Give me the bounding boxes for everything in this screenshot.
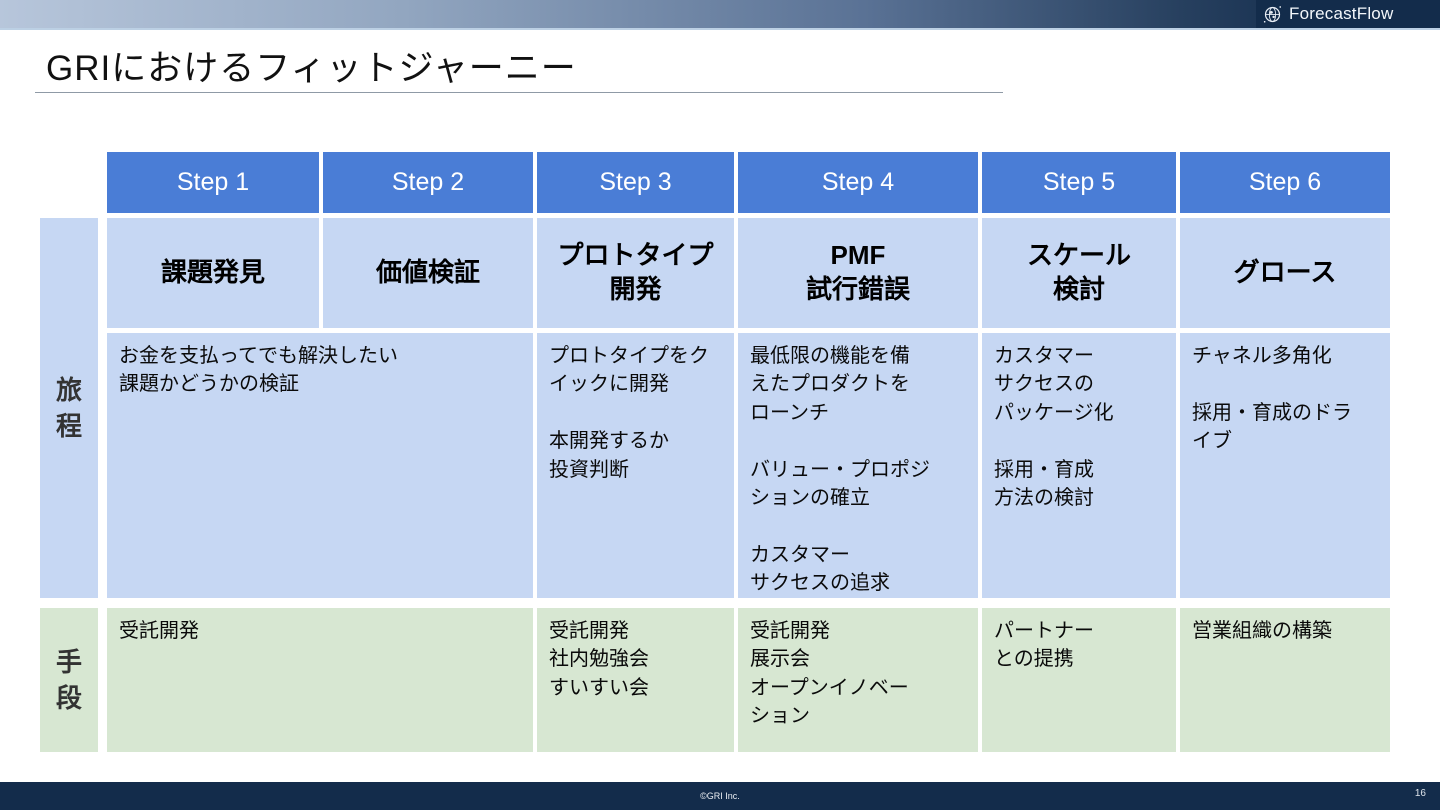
journey-cell-step6: チャネル多角化 採用・育成のドラ イブ — [1180, 333, 1390, 598]
title-underline — [35, 92, 1003, 93]
logo-text: ForecastFlow — [1289, 4, 1394, 23]
means-cell-step5: パートナー との提携 — [982, 608, 1176, 752]
journey-cell-step5: カスタマー サクセスの パッケージ化 採用・育成 方法の検討 — [982, 333, 1176, 598]
top-gradient-bar: ForecastFlow — [0, 0, 1440, 30]
footer-copyright: ©GRI Inc. — [700, 791, 740, 801]
globe-icon — [1262, 4, 1283, 25]
stage-name-2: 価値検証 — [323, 218, 533, 328]
forecastflow-logo: ForecastFlow — [1256, 0, 1440, 28]
journey-cell-step3: プロトタイプをク イックに開発 本開発するか 投資判断 — [537, 333, 734, 598]
stage-name-6: グロース — [1180, 218, 1390, 328]
journey-cell-step4: 最低限の機能を備 えたプロダクトを ローンチ バリュー・プロポジ ションの確立 … — [738, 333, 978, 598]
step-header-3: Step 3 — [537, 152, 734, 213]
means-cell-step6: 営業組織の構築 — [1180, 608, 1390, 752]
step-header-1: Step 1 — [107, 152, 319, 213]
stage-name-1: 課題発見 — [107, 218, 319, 328]
means-cell-step1-2: 受託開発 — [107, 608, 533, 752]
step-header-4: Step 4 — [738, 152, 978, 213]
means-cell-step3: 受託開発 社内勉強会 すいすい会 — [537, 608, 734, 752]
journey-cell-step1-2: お金を支払ってでも解決したい 課題かどうかの検証 — [107, 333, 533, 598]
footer-bar: ©GRI Inc. 16 — [0, 782, 1440, 810]
step-header-6: Step 6 — [1180, 152, 1390, 213]
stage-name-3: プロトタイプ 開発 — [537, 218, 734, 328]
page-number: 16 — [1414, 788, 1426, 799]
row-label-means: 手 段 — [40, 608, 98, 752]
means-cell-step4: 受託開発 展示会 オープンイノベー ション — [738, 608, 978, 752]
row-label-journey: 旅 程 — [40, 218, 98, 598]
step-header-5: Step 5 — [982, 152, 1176, 213]
step-header-2: Step 2 — [323, 152, 533, 213]
slide-title: GRIにおけるフィットジャーニー — [46, 49, 577, 88]
stage-name-5: スケール 検討 — [982, 218, 1176, 328]
stage-name-4: PMF 試行錯誤 — [738, 218, 978, 328]
